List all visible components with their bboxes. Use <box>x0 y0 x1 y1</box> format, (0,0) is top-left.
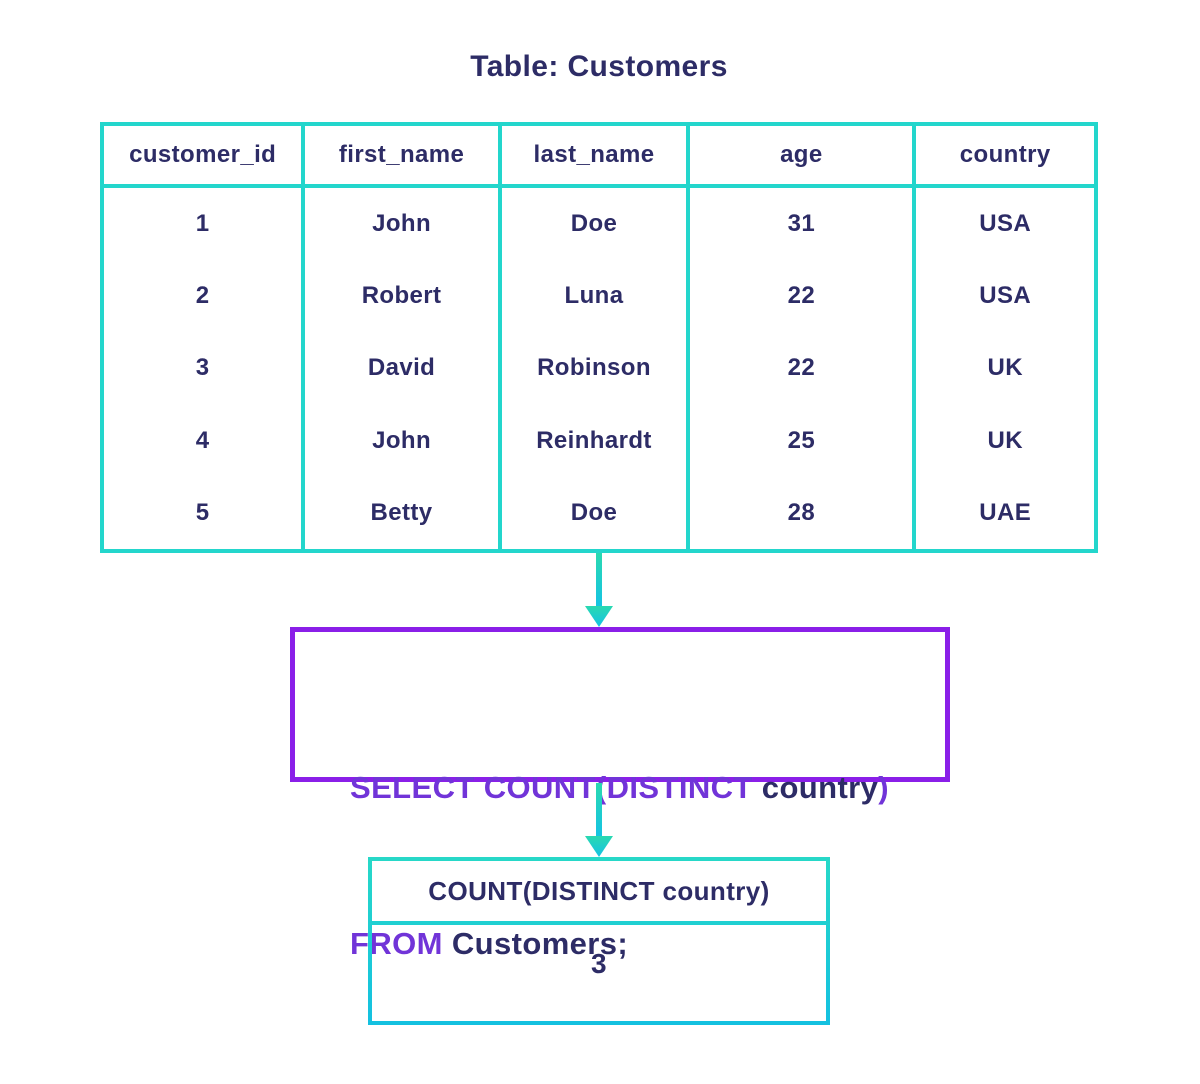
diagram-title: Table: Customers <box>470 50 728 83</box>
column-age: age 31 22 22 25 28 <box>690 126 917 549</box>
table-cell: USA <box>979 210 1032 238</box>
table-cell: John <box>372 210 432 238</box>
column-body: USA USA UK UK UAE <box>916 188 1094 549</box>
table-cell: 4 <box>195 426 210 454</box>
table-cell: 25 <box>787 426 816 454</box>
table-cell: 22 <box>787 282 816 310</box>
column-header: first_name <box>305 126 498 188</box>
sql-keyword: ) <box>878 770 890 805</box>
column-customer-id: customer_id 1 2 3 4 5 <box>104 126 306 549</box>
column-body: 1 2 3 4 5 <box>104 188 301 549</box>
table-cell: 5 <box>195 498 210 526</box>
table-cell: UK <box>987 426 1023 454</box>
sql-line-1: SELECT COUNT(DISTINCT country) <box>350 762 935 814</box>
table-cell: 31 <box>787 210 816 238</box>
table-cell: Luna <box>564 282 624 310</box>
column-last-name: last_name Doe Luna Robinson Reinhardt Do… <box>501 126 691 549</box>
table-cell: 22 <box>787 354 816 382</box>
table-cell: 28 <box>787 498 816 526</box>
sql-identifier: country <box>761 770 879 805</box>
table-cell: Doe <box>570 210 618 238</box>
column-header: customer_id <box>104 126 302 188</box>
table-cell: John <box>372 426 432 454</box>
customers-table: customer_id 1 2 3 4 5 first_name John Ro… <box>100 122 1098 553</box>
table-cell: Reinhardt <box>536 426 652 454</box>
table-cell: Doe <box>570 498 618 526</box>
result-table: COUNT(DISTINCT country) 3 <box>368 857 830 1025</box>
sql-query-box: SELECT COUNT(DISTINCT country) FROM Cust… <box>290 627 950 961</box>
table-cell: Robert <box>361 282 442 310</box>
table-cell: UAE <box>979 498 1032 526</box>
table-cell: USA <box>979 282 1032 310</box>
result-value: 3 <box>591 948 607 979</box>
table-cell: Betty <box>370 498 433 526</box>
column-country: country USA USA UK UK UAE <box>916 126 1094 549</box>
arrow-down-icon <box>585 553 613 627</box>
table-cell: 1 <box>195 210 210 238</box>
table-cell: 3 <box>195 354 210 382</box>
table-cell: UK <box>987 354 1023 382</box>
column-first-name: first_name John Robert David John Betty <box>305 126 502 549</box>
column-header: age <box>690 126 913 188</box>
table-cell: Robinson <box>537 354 651 382</box>
table-cell: 2 <box>195 282 210 310</box>
result-header: COUNT(DISTINCT country) <box>372 861 826 925</box>
table-cell: David <box>367 354 436 382</box>
column-header: country <box>916 126 1094 188</box>
column-body: Doe Luna Robinson Reinhardt Doe <box>502 188 686 549</box>
sql-keyword: SELECT COUNT(DISTINCT <box>350 770 762 805</box>
arrow-down-icon <box>585 783 613 857</box>
column-header: last_name <box>501 126 687 188</box>
column-body: 31 22 22 25 28 <box>690 188 912 549</box>
column-body: John Robert David John Betty <box>305 188 497 549</box>
